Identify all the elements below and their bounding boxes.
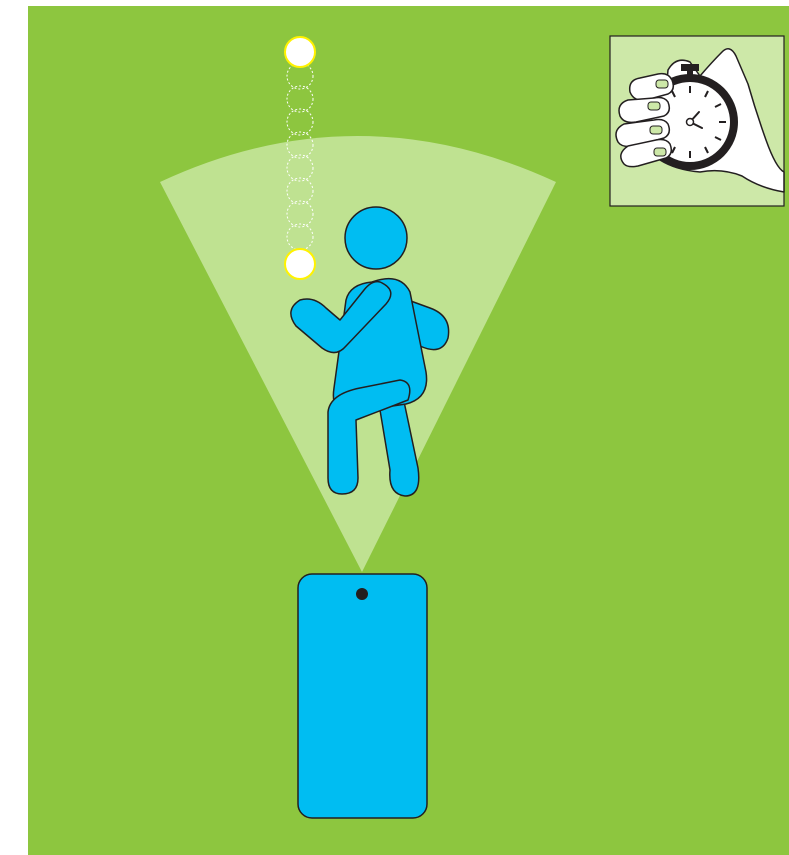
player-head <box>345 207 407 269</box>
ball-top <box>285 37 315 67</box>
ball <box>285 249 315 279</box>
phone <box>298 574 427 818</box>
phone-camera <box>356 588 368 600</box>
stopwatch-in-hand-icon <box>610 36 784 206</box>
